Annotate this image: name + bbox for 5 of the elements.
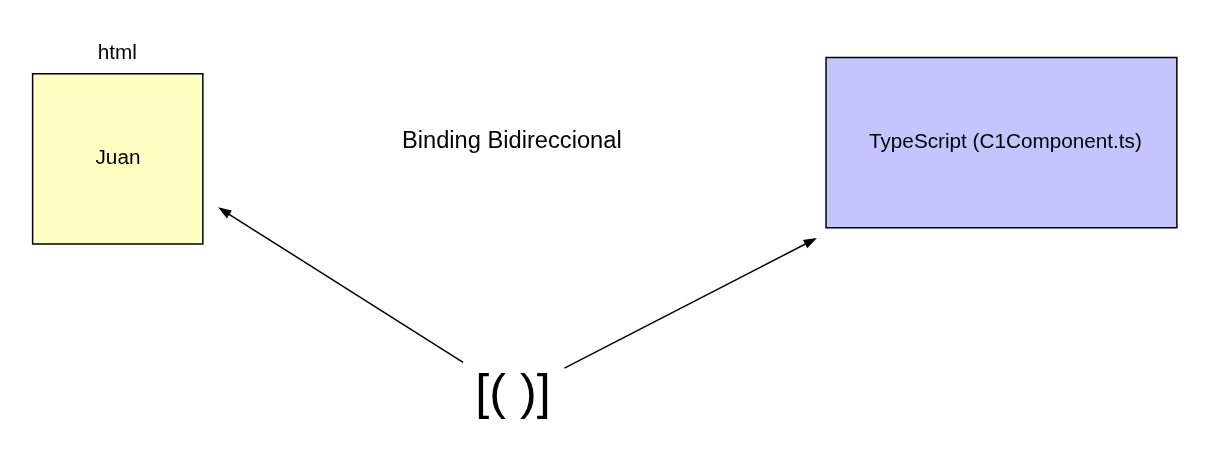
label: Binding Bidireccional [401,126,622,153]
arrow [563,238,817,369]
node-label: html [97,40,137,64]
arrow [218,207,464,363]
node-text: [( )] [475,362,551,420]
